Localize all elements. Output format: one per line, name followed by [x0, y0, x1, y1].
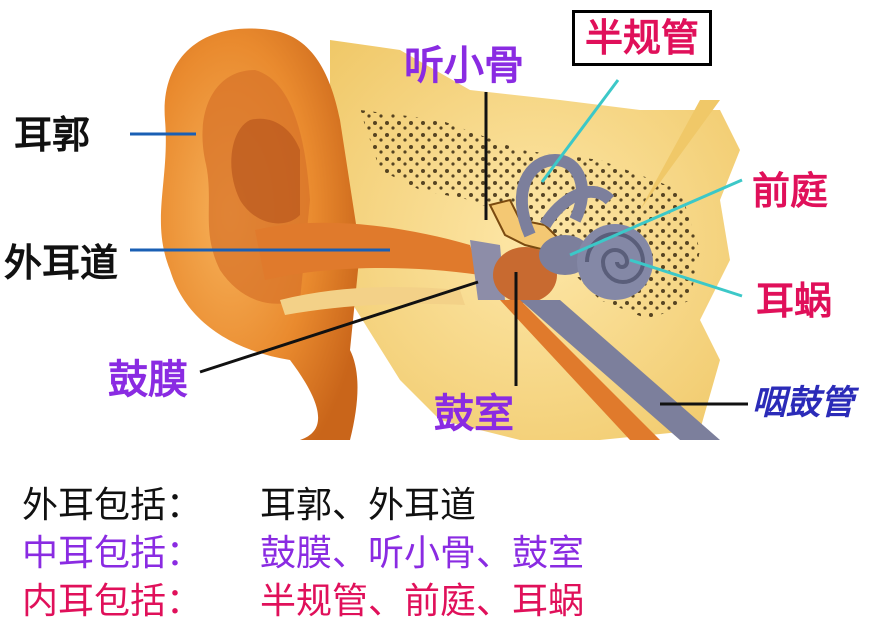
label-vestibule: 前庭	[752, 169, 829, 213]
label-ear-canal: 外耳道	[4, 241, 119, 285]
summary-middle-ear: 中耳包括： 鼓膜、听小骨、鼓室	[22, 524, 584, 576]
summary-middle-head: 中耳包括：	[22, 533, 203, 574]
label-eustachian-tube: 咽鼓管	[752, 383, 854, 423]
summary-outer-items: 耳郭、外耳道	[260, 485, 477, 526]
vestibule-leader-line	[569, 178, 743, 257]
eardrum-leader-line	[199, 280, 479, 374]
summary-outer-head: 外耳包括：	[22, 485, 203, 526]
label-semicircular-canals: 半规管	[572, 10, 713, 66]
label-ossicles: 听小骨	[404, 43, 524, 89]
ear-anatomy-illustration	[130, 28, 748, 440]
semicircular-canals-shape	[515, 153, 615, 238]
label-pinna: 耳郭	[14, 113, 91, 157]
ear-canal-bone-stripe	[280, 287, 465, 315]
summary-inner-ear: 内耳包括： 半规管、前庭、耳蜗	[22, 572, 584, 624]
scc-leader-line	[540, 79, 620, 183]
label-cochlea: 耳蜗	[756, 279, 833, 323]
cochlea-leader-line	[629, 258, 743, 298]
label-eardrum: 鼓膜	[108, 357, 188, 403]
summary-inner-head: 内耳包括：	[22, 581, 203, 622]
summary-inner-items: 半规管、前庭、耳蜗	[260, 581, 585, 622]
summary-middle-items: 鼓膜、听小骨、鼓室	[260, 533, 585, 574]
tube-muscle-band	[500, 300, 660, 440]
styloid-process	[640, 100, 720, 210]
summary-outer-ear: 外耳包括： 耳郭、外耳道	[22, 476, 476, 528]
label-tympanic-cavity: 鼓室	[434, 391, 514, 437]
pinna-concha	[231, 118, 300, 224]
